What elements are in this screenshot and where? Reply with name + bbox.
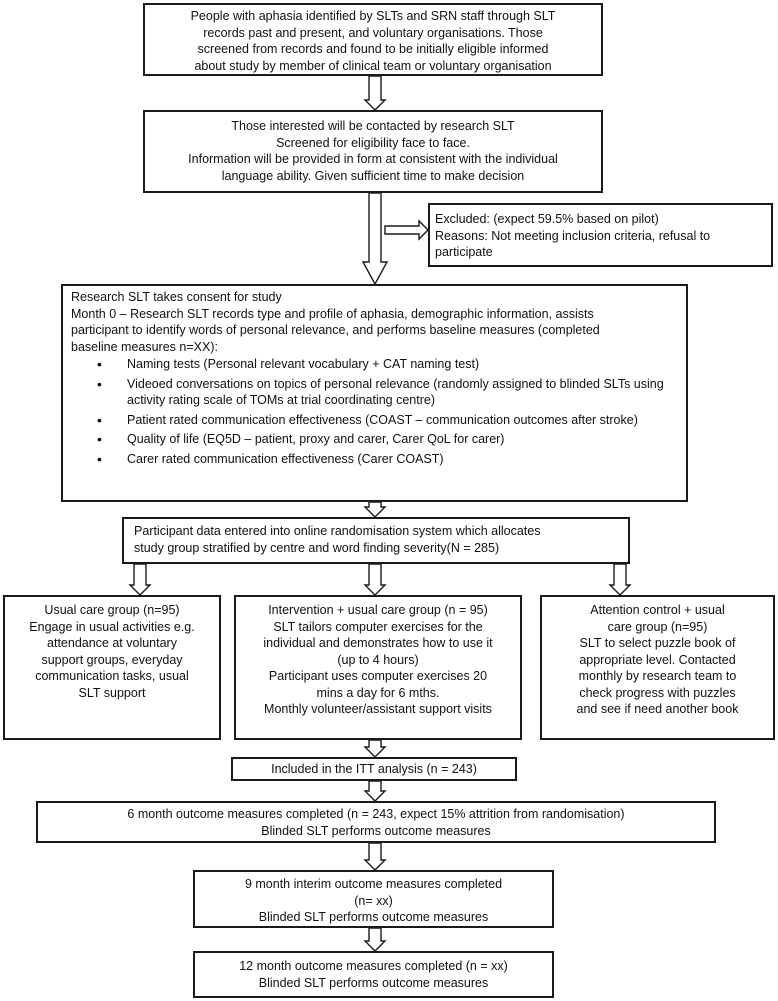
twelve-month-box: 12 month outcome measures completed (n =… — [193, 951, 554, 998]
randomisation-line: study group stratified by centre and wor… — [134, 540, 500, 555]
baseline-measure-item: Naming tests (Personal relevant vocabula… — [71, 356, 680, 373]
contact-line: Information will be provided in form at … — [188, 152, 558, 166]
usual-care-line: SLT support — [78, 685, 146, 700]
usual-care-line: Usual care group (n=95) — [44, 603, 180, 617]
attention-control-box: Attention control + usual care group (n=… — [540, 595, 775, 740]
intervention-line: Participant uses computer exercises 20 — [268, 669, 488, 683]
identification-line: records past and present, and voluntary … — [203, 25, 543, 40]
arrow-down-icon — [363, 842, 387, 871]
excluded-line: Reasons: Not meeting inclusion criteria,… — [435, 228, 711, 243]
arrow-down-icon — [363, 501, 387, 518]
arrow-right-icon — [384, 219, 429, 241]
six-month-line: Blinded SLT performs outcome measures — [261, 823, 491, 838]
usual-care-line: Engage in usual activities e.g. — [29, 619, 195, 634]
intervention-line: Intervention + usual care group (n = 95) — [268, 603, 488, 617]
randomisation-line: Participant data entered into online ran… — [134, 524, 541, 538]
identification-line: about study by member of clinical team o… — [194, 58, 552, 73]
nine-month-line: Blinded SLT performs outcome measures — [258, 910, 489, 924]
attention-control-line: monthly by research team to — [578, 669, 737, 683]
arrow-down-icon — [128, 563, 152, 596]
usual-care-line: support groups, everyday — [41, 652, 183, 667]
baseline-measure-item: Quality of life (EQ5D – patient, proxy a… — [71, 431, 680, 448]
excluded-box: Excluded: (expect 59.5% based on pilot) … — [428, 203, 773, 267]
intervention-box: Intervention + usual care group (n = 95)… — [234, 595, 522, 740]
six-month-line: 6 month outcome measures completed (n = … — [127, 807, 625, 821]
itt-box: Included in the ITT analysis (n = 243) — [231, 757, 517, 781]
consent-line: participant to identify words of persona… — [71, 323, 600, 337]
intervention-line: (up to 4 hours) — [337, 652, 419, 667]
attention-control-line: check progress with puzzles — [579, 685, 736, 700]
excluded-line: Excluded: (expect 59.5% based on pilot) — [435, 212, 659, 226]
baseline-measures-list: Naming tests (Personal relevant vocabula… — [71, 356, 680, 467]
baseline-measure-item: Carer rated communication effectiveness … — [71, 451, 680, 468]
contact-line: language ability. Given sufficient time … — [221, 168, 525, 183]
usual-care-line: communication tasks, usual — [35, 669, 189, 683]
itt-line: Included in the ITT analysis (n = 243) — [271, 762, 477, 776]
intervention-line: mins a day for 6 mths. — [316, 685, 440, 700]
arrow-down-icon — [363, 563, 387, 596]
excluded-line: participate — [435, 245, 493, 259]
usual-care-box: Usual care group (n=95) Engage in usual … — [3, 595, 221, 740]
nine-month-box: 9 month interim outcome measures complet… — [193, 870, 554, 928]
consent-line: Research SLT takes consent for study — [71, 290, 282, 304]
arrow-down-icon — [363, 75, 387, 111]
arrow-down-icon — [363, 780, 387, 802]
consent-line: Month 0 – Research SLT records type and … — [71, 306, 594, 321]
attention-control-line: and see if need another book — [576, 702, 739, 716]
intervention-line: individual and demonstrates how to use i… — [263, 636, 493, 650]
identification-line: screened from records and found to be in… — [197, 42, 549, 56]
arrow-down-icon — [608, 563, 632, 596]
contact-box: Those interested will be contacted by re… — [143, 110, 603, 193]
arrow-down-icon — [363, 927, 387, 952]
arrow-down-icon — [363, 739, 387, 758]
attention-control-line: SLT to select puzzle book of — [579, 636, 736, 650]
attention-control-line: appropriate level. Contacted — [579, 652, 736, 667]
intervention-line: SLT tailors computer exercises for the — [273, 619, 483, 634]
nine-month-line: (n= xx) — [354, 893, 393, 908]
arrow-down-icon — [361, 192, 389, 286]
nine-month-line: 9 month interim outcome measures complet… — [244, 877, 503, 891]
identification-line: People with aphasia identified by SLTs a… — [190, 9, 556, 23]
twelve-month-line: Blinded SLT performs outcome measures — [258, 975, 489, 990]
contact-line: Screened for eligibility face to face. — [276, 135, 470, 150]
intervention-line: Monthly volunteer/assistant support visi… — [264, 702, 492, 716]
contact-line: Those interested will be contacted by re… — [231, 119, 515, 133]
twelve-month-line: 12 month outcome measures completed (n =… — [239, 959, 508, 973]
attention-control-line: Attention control + usual — [590, 603, 725, 617]
six-month-box: 6 month outcome measures completed (n = … — [36, 801, 716, 843]
identification-box: People with aphasia identified by SLTs a… — [143, 3, 603, 76]
randomisation-box: Participant data entered into online ran… — [122, 517, 630, 564]
baseline-measure-item: Videoed conversations on topics of perso… — [71, 376, 680, 409]
consent-box: Research SLT takes consent for study Mon… — [61, 284, 688, 502]
attention-control-line: care group (n=95) — [607, 619, 708, 634]
baseline-measure-item: Patient rated communication effectivenes… — [71, 412, 680, 429]
usual-care-line: attendance at voluntary — [47, 636, 177, 650]
consent-line: baseline measures n=XX): — [71, 339, 218, 354]
